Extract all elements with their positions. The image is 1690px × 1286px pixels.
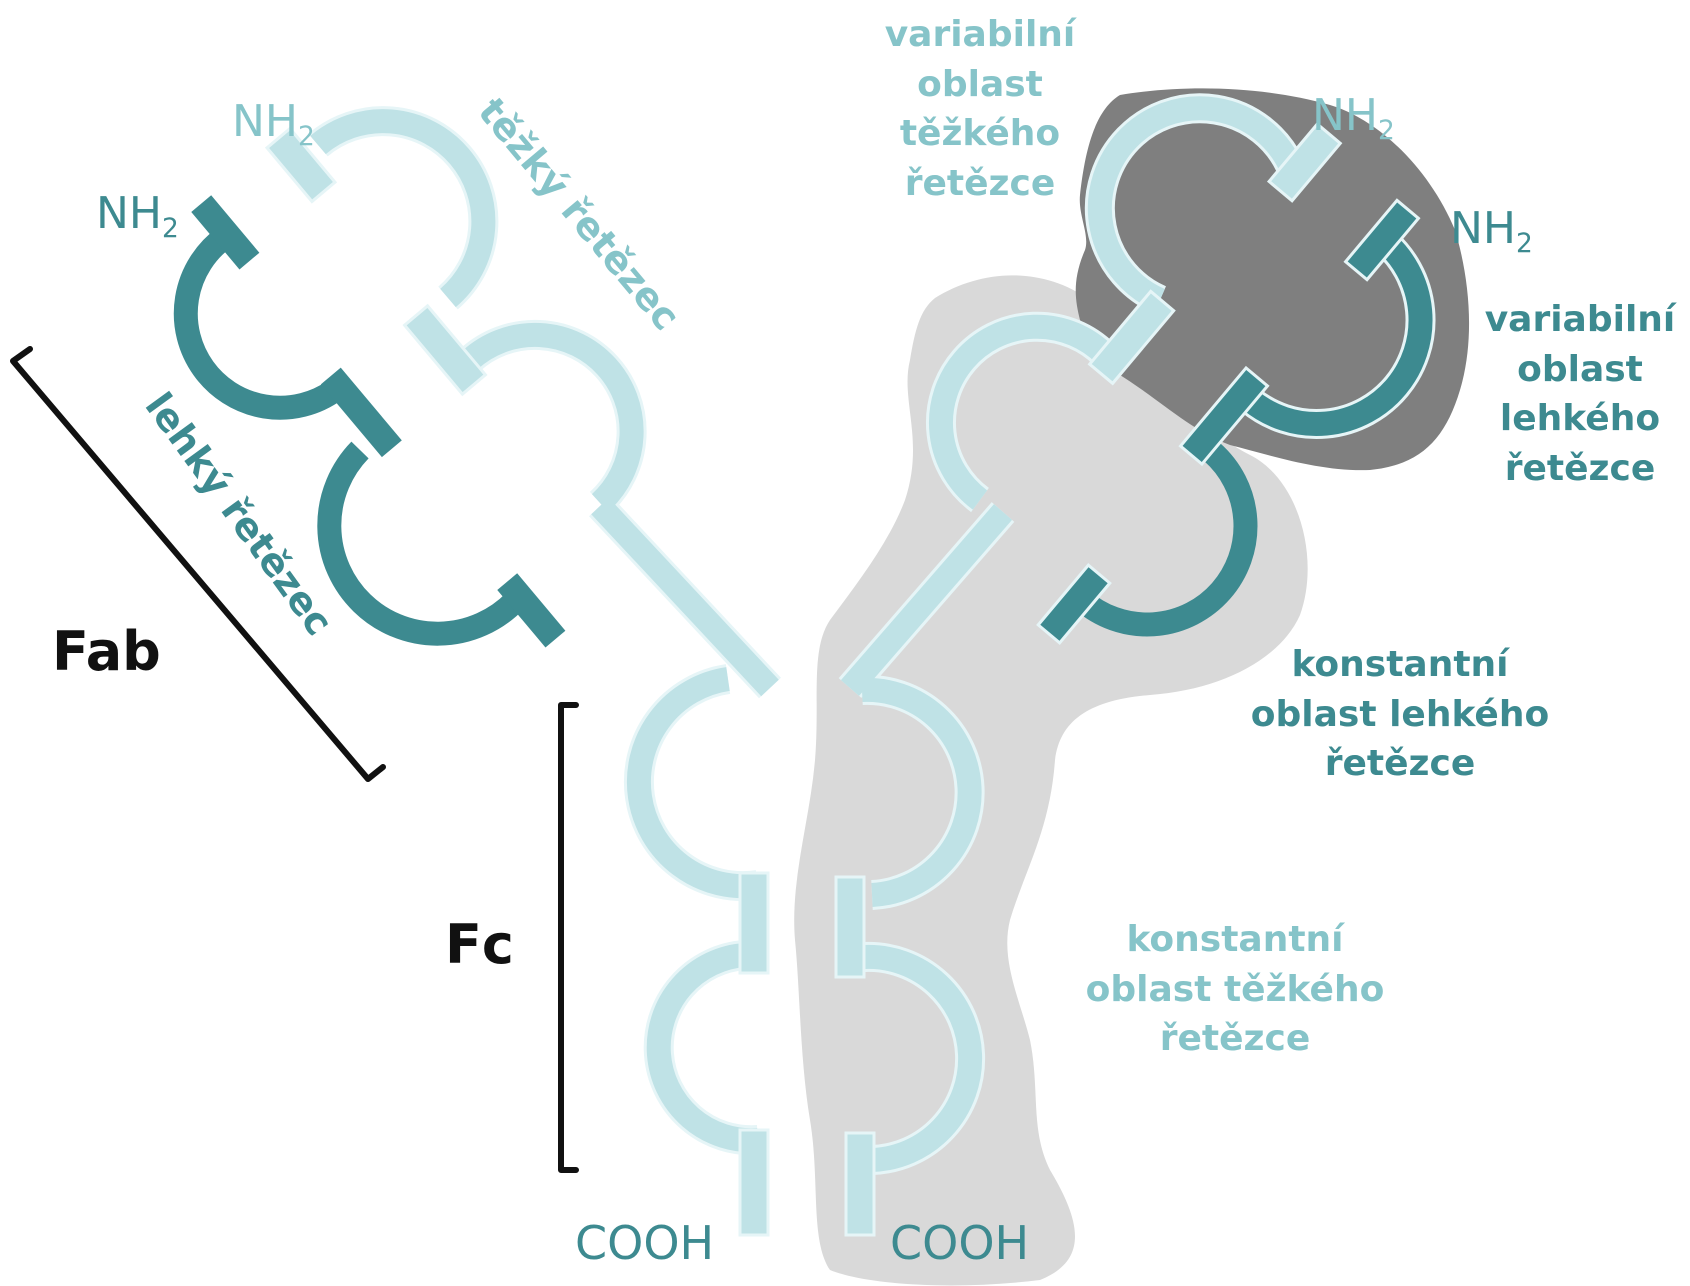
nh2-label-right-heavy: NH2 <box>1312 50 1395 145</box>
variable-light-label: variabilní oblast lehkého řetězce <box>1480 295 1680 494</box>
nh2-subscript: 2 <box>1516 228 1533 259</box>
constant-heavy-label: konstantní oblast těžkého řetězce <box>1075 915 1395 1064</box>
fc-bracket <box>561 705 576 1170</box>
nh2-text: NH <box>232 96 298 147</box>
nh2-subscript: 2 <box>298 121 315 152</box>
left-light-chain <box>186 195 566 647</box>
fc-label: Fc <box>445 918 514 972</box>
nh2-subscript: 2 <box>1378 115 1395 146</box>
left-heavy-chain <box>267 121 770 1235</box>
nh2-text: NH <box>96 188 162 239</box>
nh2-label-left-heavy: NH2 <box>232 56 315 151</box>
variable-heavy-label: variabilní oblast těžkého řetězce <box>880 10 1080 209</box>
nh2-text: NH <box>1450 203 1516 254</box>
cooh-label-right: COOH <box>890 1220 1029 1266</box>
nh2-subscript: 2 <box>162 213 179 244</box>
fab-label: Fab <box>52 625 161 679</box>
cooh-label-left: COOH <box>575 1220 714 1266</box>
nh2-label-left-light: NH2 <box>96 148 179 243</box>
constant-light-label: konstantní oblast lehkého řetězce <box>1240 640 1560 789</box>
nh2-label-right-light: NH2 <box>1450 163 1533 258</box>
nh2-text: NH <box>1312 90 1378 141</box>
